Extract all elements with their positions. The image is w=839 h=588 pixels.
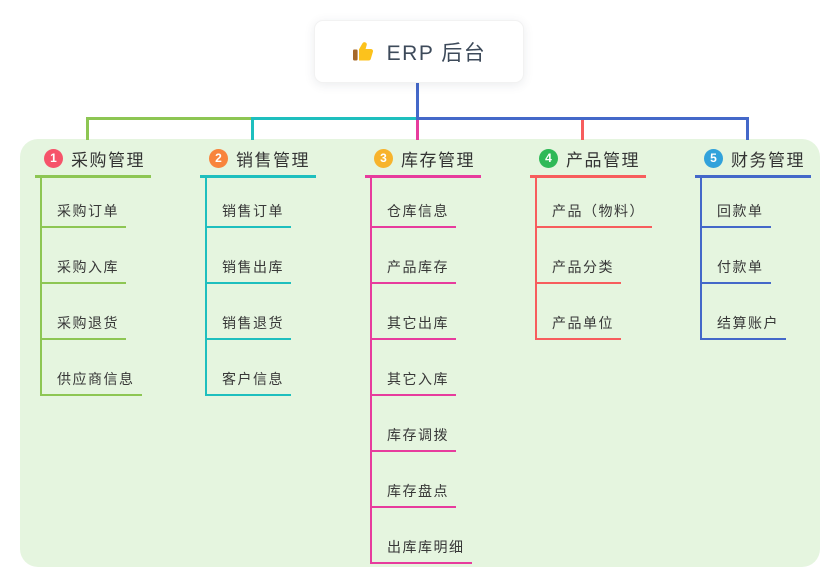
branch-label: 库存管理 <box>401 150 475 170</box>
branch-node[interactable]: 4 产品管理 <box>530 148 646 178</box>
tree-node[interactable]: 其它出库 <box>372 284 472 340</box>
branch-label: 采购管理 <box>71 150 145 170</box>
branch-node[interactable]: 1 采购管理 <box>35 148 151 178</box>
tree-node-label: 采购退货 <box>42 313 126 340</box>
tree-node[interactable]: 仓库信息 <box>372 178 472 228</box>
tree-node-label: 其它入库 <box>372 369 456 396</box>
tree-node-label: 产品单位 <box>537 313 621 340</box>
branch-2: 2 销售管理销售订单销售出库销售退货客户信息 <box>200 148 350 396</box>
branch-drop-4 <box>581 120 584 140</box>
root-node[interactable]: ERP 后台 <box>314 20 524 83</box>
rail-segment-1 <box>86 117 251 120</box>
branch-number-badge: 4 <box>539 148 558 168</box>
tree-node-label: 库存盘点 <box>372 481 456 508</box>
tree-node[interactable]: 采购入库 <box>42 228 142 284</box>
root-label: ERP 后台 <box>386 41 487 65</box>
branch-number-badge: 3 <box>374 148 393 168</box>
branch-label: 产品管理 <box>566 150 640 170</box>
branch-number-badge: 5 <box>704 148 723 168</box>
tree-node-label: 产品（物料） <box>537 201 652 228</box>
tree-node[interactable]: 出库库明细 <box>372 508 472 564</box>
branch-children: 产品（物料） 产品分类产品单位 <box>535 178 652 340</box>
branch-node[interactable]: 5 财务管理 <box>695 148 811 178</box>
tree-node-label: 结算账户 <box>702 313 786 340</box>
branch-children: 采购订单采购入库采购退货供应商信息 <box>40 178 142 396</box>
tree-node[interactable]: 采购订单 <box>42 178 142 228</box>
tree-node[interactable]: 库存盘点 <box>372 452 472 508</box>
tree-node[interactable]: 产品单位 <box>537 284 652 340</box>
tree-node-label: 采购订单 <box>42 201 126 228</box>
branch-drop-1 <box>86 120 89 140</box>
tree-node-label: 仓库信息 <box>372 201 456 228</box>
tree-node-label: 回款单 <box>702 201 771 228</box>
branch-drop-5 <box>746 120 749 140</box>
tree-node-label: 付款单 <box>702 257 771 284</box>
branch-label: 销售管理 <box>236 150 310 170</box>
tree-node[interactable]: 产品分类 <box>537 228 652 284</box>
tree-node[interactable]: 产品（物料） <box>537 178 652 228</box>
tree-node[interactable]: 库存调拨 <box>372 396 472 452</box>
rail-segment-2 <box>251 117 416 120</box>
branch-4: 4 产品管理产品（物料） 产品分类产品单位 <box>530 148 680 340</box>
tree-node-label: 出库库明细 <box>372 537 472 564</box>
branch-node[interactable]: 2 销售管理 <box>200 148 316 178</box>
rail-segment-3 <box>416 117 749 120</box>
tree-node[interactable]: 销售出库 <box>207 228 291 284</box>
branch-1: 1 采购管理采购订单采购入库采购退货供应商信息 <box>35 148 185 396</box>
tree-node-label: 产品库存 <box>372 257 456 284</box>
branches-panel <box>20 139 820 567</box>
branch-children: 回款单付款单结算账户 <box>700 178 786 340</box>
tree-node[interactable]: 销售订单 <box>207 178 291 228</box>
tree-node[interactable]: 付款单 <box>702 228 786 284</box>
tree-node-label: 其它出库 <box>372 313 456 340</box>
branch-children: 仓库信息产品库存其它出库其它入库库存调拨库存盘点出库库明细 <box>370 178 472 564</box>
tree-node[interactable]: 结算账户 <box>702 284 786 340</box>
tree-node[interactable]: 回款单 <box>702 178 786 228</box>
branch-node[interactable]: 3 库存管理 <box>365 148 481 178</box>
tree-node-label: 采购入库 <box>42 257 126 284</box>
root-connector-stem <box>416 83 419 117</box>
tree-node-label: 产品分类 <box>537 257 621 284</box>
tree-node[interactable]: 产品库存 <box>372 228 472 284</box>
tree-node-label: 销售订单 <box>207 201 291 228</box>
tree-node[interactable]: 供应商信息 <box>42 340 142 396</box>
tree-node-label: 销售退货 <box>207 313 291 340</box>
tree-node-label: 客户信息 <box>207 369 291 396</box>
branch-label: 财务管理 <box>731 150 805 170</box>
thumbs-up-icon <box>352 40 376 64</box>
branch-3: 3 库存管理仓库信息产品库存其它出库其它入库库存调拨库存盘点出库库明细 <box>365 148 515 564</box>
branch-5: 5 财务管理回款单付款单结算账户 <box>695 148 839 340</box>
tree-node[interactable]: 销售退货 <box>207 284 291 340</box>
branch-number-badge: 2 <box>209 148 228 168</box>
tree-node-label: 销售出库 <box>207 257 291 284</box>
branch-drop-3 <box>416 120 419 140</box>
branch-number-badge: 1 <box>44 148 63 168</box>
tree-node[interactable]: 客户信息 <box>207 340 291 396</box>
tree-node-label: 供应商信息 <box>42 369 142 396</box>
branch-drop-2 <box>251 120 254 140</box>
tree-node[interactable]: 采购退货 <box>42 284 142 340</box>
branch-children: 销售订单销售出库销售退货客户信息 <box>205 178 291 396</box>
tree-node-label: 库存调拨 <box>372 425 456 452</box>
tree-node[interactable]: 其它入库 <box>372 340 472 396</box>
